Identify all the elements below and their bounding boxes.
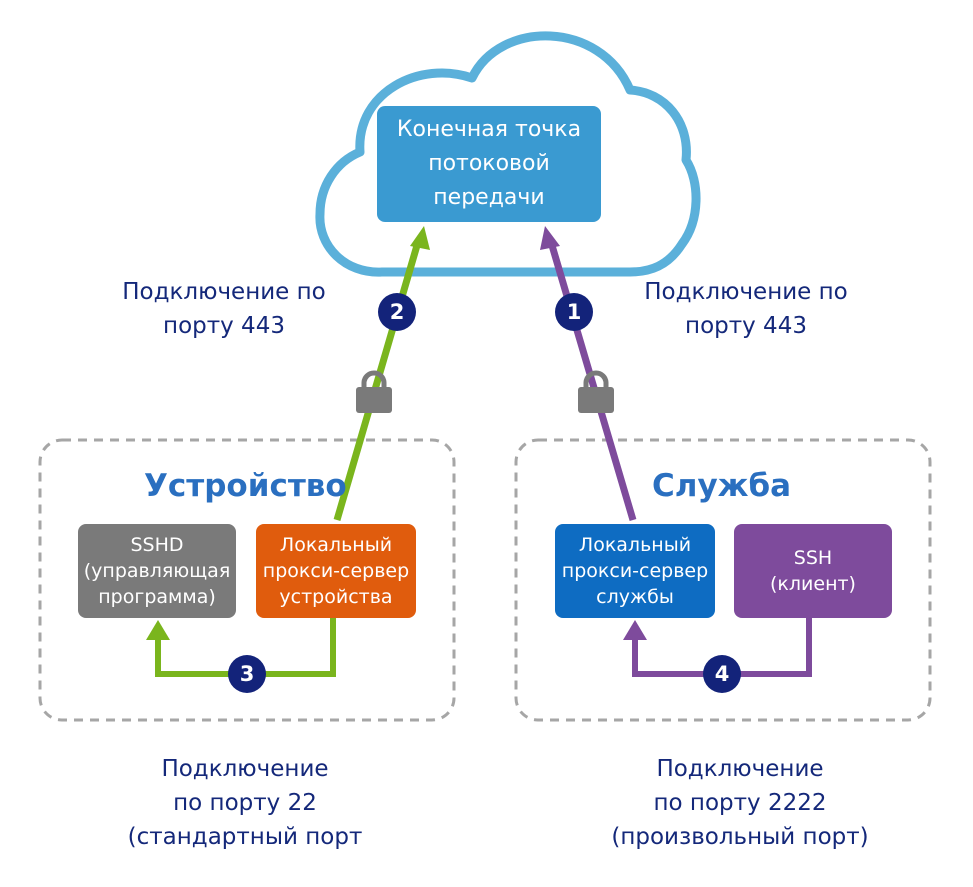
purple-arrowhead: [540, 226, 560, 250]
device-group-border: [38, 438, 456, 722]
service-group-title: Служба: [652, 468, 792, 504]
green-connection-line: [333, 241, 422, 521]
green-arrowhead: [410, 226, 430, 250]
streaming-endpoint-box: Конечная точка потоковой передачи: [377, 106, 601, 222]
step-1-badge: 1: [555, 293, 593, 331]
service-local-proxy-box: Локальный прокси-сервер службы: [555, 524, 715, 618]
device-local-arrowhead: [146, 620, 170, 640]
lock-icon: [356, 370, 392, 413]
step-4-badge: 4: [703, 655, 741, 693]
left-port-label: Подключение по порту 443: [122, 279, 326, 339]
right-port-label: Подключение по порту 443: [644, 279, 848, 339]
purple-connection-line: [547, 241, 637, 521]
right-bottom-label: Подключение по порту 2222 (произвольный …: [611, 756, 869, 850]
sshd-daemon-box: SSHD (управляющая программа): [78, 524, 236, 618]
service-local-arrowhead: [623, 620, 647, 640]
step-2-badge: 2: [378, 293, 416, 331]
left-bottom-label: Подключение по порту 22 (стандартный пор…: [127, 756, 363, 850]
ssh-client-box: SSH (клиент): [734, 524, 892, 618]
device-group-title: Устройство: [144, 468, 347, 504]
service-group-border: [514, 438, 932, 722]
step-3-badge: 3: [228, 655, 266, 693]
device-local-proxy-box: Локальный прокси-сервер устройства: [256, 524, 416, 618]
lock-icon: [578, 370, 614, 413]
